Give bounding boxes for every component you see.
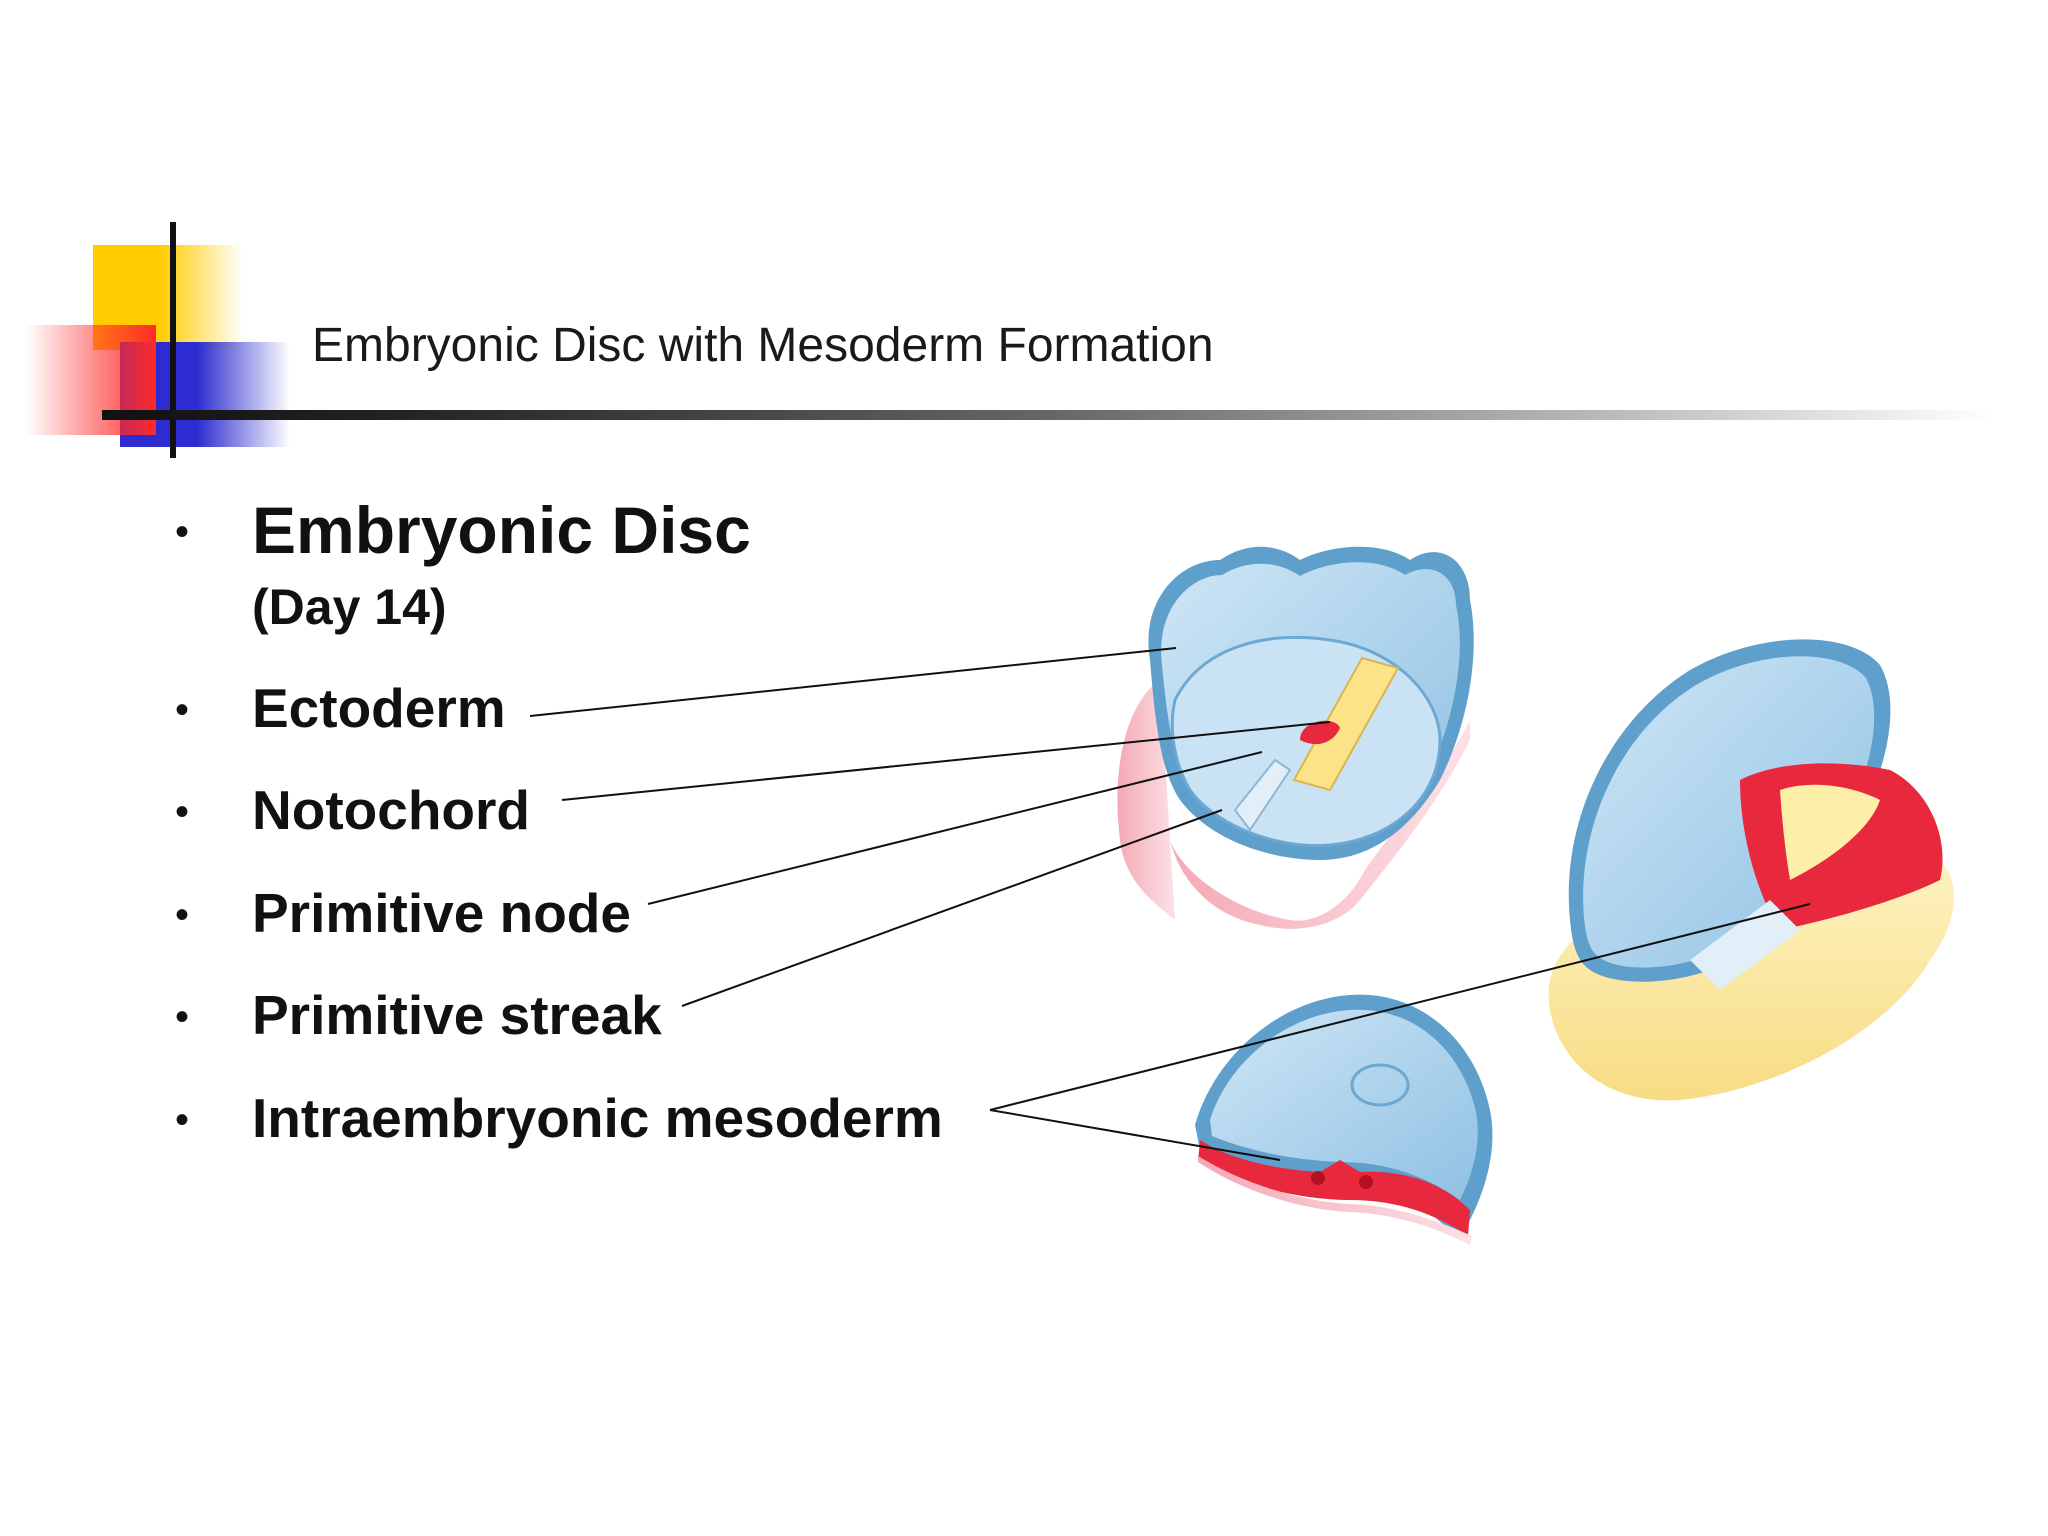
label-notochord: Notochord bbox=[252, 779, 531, 841]
bullet-marker: • bbox=[175, 1098, 190, 1142]
embryonic-disc-top-view bbox=[1117, 546, 1474, 929]
leader-line-mesoderm-lower bbox=[989, 1109, 1281, 1161]
slide-title: Embryonic Disc with Mesoderm Formation bbox=[312, 319, 1214, 372]
leader-line-mesoderm-upper bbox=[989, 903, 1811, 1111]
bullet-marker: • bbox=[175, 995, 190, 1039]
embryonic-disc-cross-section bbox=[1195, 994, 1493, 1245]
label-primitive-streak: Primitive streak bbox=[252, 984, 662, 1046]
bullet-subheading: (Day 14) bbox=[252, 579, 447, 635]
leader-line-primitive-node bbox=[647, 751, 1263, 905]
leader-line-primitive-streak bbox=[681, 809, 1223, 1007]
bullet-marker: • bbox=[175, 893, 190, 937]
decorative-vertical-line bbox=[170, 222, 176, 458]
bullet-marker: • bbox=[175, 688, 190, 732]
label-intraembryonic-mesoderm: Intraembryonic mesoderm bbox=[252, 1087, 943, 1149]
bullet-marker: • bbox=[175, 510, 190, 554]
title-underline bbox=[102, 410, 1992, 420]
label-ectoderm: Ectoderm bbox=[252, 677, 506, 739]
leader-line-ectoderm bbox=[529, 647, 1177, 717]
bullet-marker: • bbox=[175, 790, 190, 834]
leader-line-notochord bbox=[561, 721, 1331, 801]
label-primitive-node: Primitive node bbox=[252, 882, 631, 944]
leader-lines bbox=[529, 647, 1811, 1161]
embryonic-disc-with-mesoderm bbox=[1548, 639, 1954, 1101]
bullet-heading: Embryonic Disc bbox=[252, 493, 751, 567]
